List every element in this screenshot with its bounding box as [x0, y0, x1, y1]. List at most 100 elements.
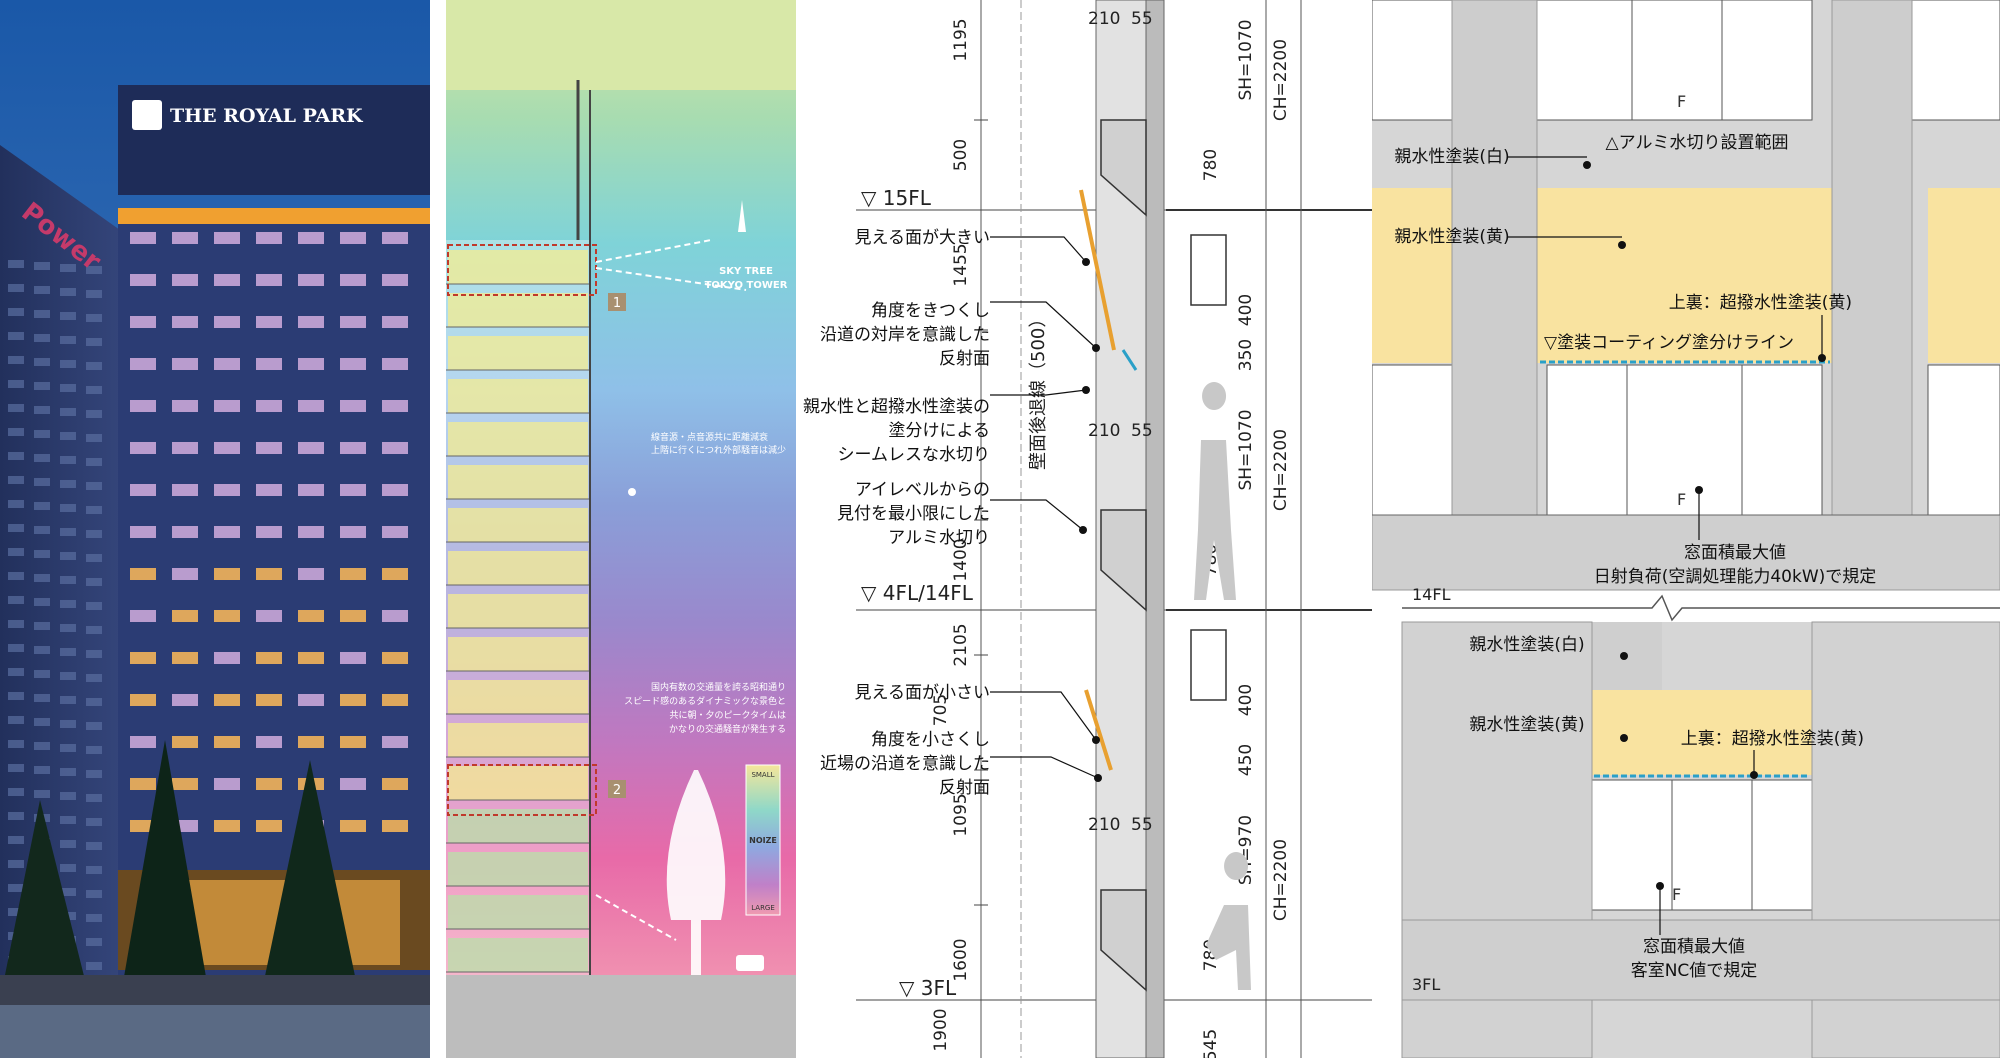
hotel-window — [130, 820, 156, 832]
hotel-window — [214, 484, 240, 496]
dim-right-value: 780 — [1201, 149, 1221, 181]
neighbor-window — [8, 764, 24, 772]
neighbor-window — [60, 456, 76, 464]
dim-right-label: SH=1070 — [1236, 409, 1256, 490]
neighbor-window — [86, 530, 102, 538]
neighbor-window — [34, 742, 50, 750]
dim-top-value: 55 — [1131, 9, 1153, 29]
lower-elevation: 親水性塗装(白) 親水性塗装(黄) 上裏：超撥水性塗装(黄) F 窓面積最大値 … — [1401, 621, 2000, 1058]
neighbor-window — [86, 338, 102, 346]
neighbor-window — [8, 812, 24, 820]
floor-band — [448, 250, 588, 284]
hotel-window — [214, 652, 240, 664]
hotel-window — [256, 442, 282, 454]
hotel-window — [172, 610, 198, 622]
dim-left-value: 1095 — [951, 793, 971, 836]
sightline-b — [595, 267, 747, 291]
neighbor-window — [8, 668, 24, 676]
neighbor-window — [86, 314, 102, 322]
neighbor-window — [86, 506, 102, 514]
hotel-window — [172, 400, 198, 412]
neighbor-window — [86, 266, 102, 274]
hotel-window — [340, 232, 366, 244]
hotel-window — [298, 400, 324, 412]
annot-eye-2: 見付を最小限にした — [837, 504, 990, 524]
marker-2: 2 — [613, 783, 621, 798]
hotel-window — [172, 232, 198, 244]
hotel-window — [340, 274, 366, 286]
dim-top-value: 55 — [1131, 815, 1153, 835]
wall-insulation — [1145, 0, 1165, 1058]
dim-right-value: 545 — [1201, 1029, 1221, 1058]
neighbor-window — [8, 476, 24, 484]
lower-max-area-2: 客室NC値で規定 — [1631, 961, 1758, 981]
neighbor-window — [60, 696, 76, 704]
upper-win-bottom — [1546, 364, 1823, 516]
hotel-window — [214, 694, 240, 706]
neighbor-windows — [8, 260, 102, 970]
neighbor-window — [60, 744, 76, 752]
column-left — [1451, 0, 1538, 516]
hotel-window — [130, 778, 156, 790]
annot-coating-1: 親水性と超撥水性塗装の — [803, 396, 990, 417]
orange-band — [118, 208, 430, 224]
neighbor-window — [8, 452, 24, 460]
hotel-window — [172, 694, 198, 706]
hotel-window — [172, 526, 198, 538]
hotel-window — [382, 232, 408, 244]
note-low-2: スピード感のあるダイナミックな景色と — [624, 695, 786, 707]
hotel-window — [172, 736, 198, 748]
neighbor-window — [34, 430, 50, 438]
neighbor-window — [8, 572, 24, 580]
hotel-window — [340, 778, 366, 790]
hotel-window — [256, 526, 282, 538]
annot-angle-shallow-2: 近場の沿道を意識した — [820, 754, 990, 774]
neighbor-window — [60, 600, 76, 608]
neighbor-window — [60, 672, 76, 680]
annot-angle-steep-2: 沿道の対岸を意識した — [820, 325, 990, 345]
neighbor-window — [86, 674, 102, 682]
hotel-window — [298, 442, 324, 454]
hotel-window — [172, 442, 198, 454]
person-silhouette-upper — [1194, 382, 1236, 600]
fl14-label: ▽ 4FL/14FL — [861, 581, 974, 605]
hotel-window — [130, 232, 156, 244]
neighbor-window — [60, 432, 76, 440]
neighbor-window — [86, 578, 102, 586]
upper-white-paint: 親水性塗装(白) — [1394, 146, 1509, 167]
neighbor-window — [8, 284, 24, 292]
annot-visible-large: 見える面が大きい — [855, 228, 991, 248]
elevation-svg: △アルミ水切り設置範囲 親水性塗装(白) 親水性塗装(黄) 上裏：超撥水性塗装(… — [1372, 0, 2000, 1058]
upper-win-bl — [1372, 364, 1453, 516]
hotel-window — [382, 400, 408, 412]
dim-left-value: 1400 — [951, 538, 971, 581]
highlight-box-2 — [447, 764, 597, 816]
dim-left-value: 1195 — [951, 18, 971, 61]
yellow-paint-left — [1372, 188, 1452, 363]
floor-band — [448, 465, 588, 499]
hotel-window — [214, 316, 240, 328]
hotel-window — [214, 526, 240, 538]
hotel-window — [214, 778, 240, 790]
dim-top-value: 210 — [1088, 9, 1120, 29]
annot-coating-3: シームレスな水切り — [838, 445, 991, 465]
hotel-window — [256, 652, 282, 664]
floor-band — [448, 895, 588, 929]
hotel-window — [382, 484, 408, 496]
neighbor-window — [34, 454, 50, 462]
hotel-window — [256, 232, 282, 244]
dim-left-value: 705 — [931, 694, 951, 726]
upper-max-area-2: 日射負荷(空調処理能力40kW)で規定 — [1594, 567, 1877, 587]
hotel-window — [298, 526, 324, 538]
hotel-window — [298, 274, 324, 286]
dim-right-label: CH=2200 — [1271, 429, 1291, 511]
hotel-window — [382, 358, 408, 370]
hotel-window — [256, 610, 282, 622]
neighbor-window — [86, 410, 102, 418]
neighbor-window — [86, 914, 102, 922]
neighbor-window — [86, 842, 102, 850]
neighbor-window — [86, 938, 102, 946]
hotel-window — [130, 316, 156, 328]
hotel-window — [340, 316, 366, 328]
